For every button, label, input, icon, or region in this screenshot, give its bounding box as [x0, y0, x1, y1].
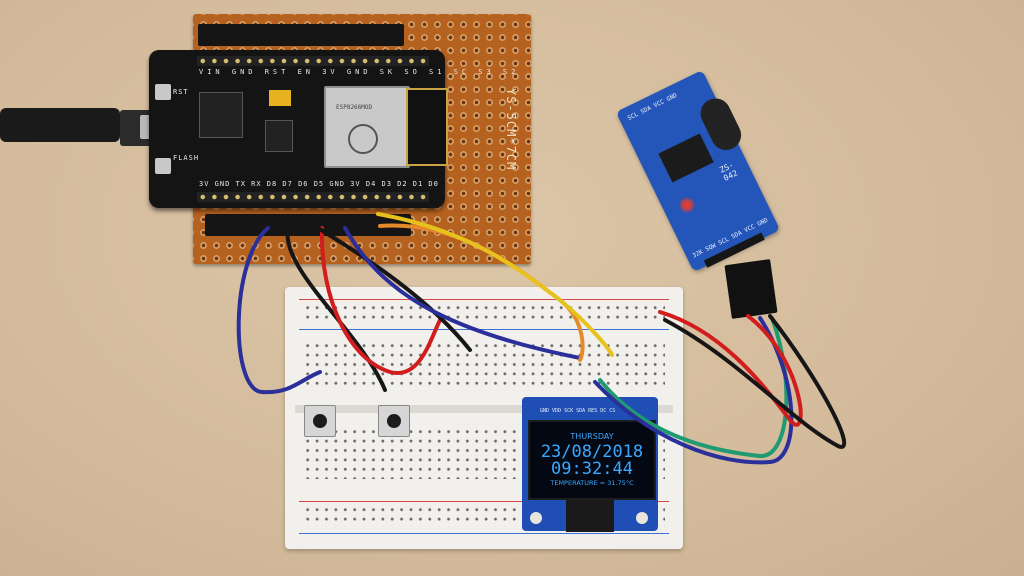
esp-antenna: [406, 88, 448, 166]
capacitor-yellow: [269, 90, 291, 106]
oled-ribbon: [566, 500, 614, 532]
perfboard-silkscreen: YS-5CM*7CM: [504, 88, 518, 171]
oled-day: THURSDAY: [570, 432, 614, 441]
wire-black-rtc: [663, 314, 847, 449]
female-header-top: [198, 24, 404, 46]
center-channel: [295, 405, 673, 413]
female-header-bottom: [205, 214, 411, 236]
rail-bottom-red: [299, 501, 669, 502]
flash-label: FLASH: [173, 154, 200, 162]
oled-screen: THURSDAY 23/08/2018 09:32:44 TEMPERATURE…: [528, 420, 656, 500]
esp8266-module-text: ESP8266MOD: [336, 104, 373, 111]
nodemcu-bottom-pin-labels: 3V GND TX RX D8 D7 D6 D5 GND 3V D4 D3 D2…: [199, 180, 439, 188]
oled-mount-hole-left: [530, 512, 542, 524]
usb-cable: [0, 108, 120, 142]
oled-mount-hole-right: [636, 512, 648, 524]
rtc-jumper-housing: [724, 259, 778, 319]
nodemcu-bottom-pins: [197, 192, 429, 202]
nodemcu-top-pins: [197, 56, 429, 66]
tactile-button-left: [304, 405, 336, 437]
rtc-model-label: ZS-042: [718, 160, 740, 183]
rail-top-holes: [303, 303, 665, 325]
oled-temperature: TEMPERATURE = 31.75°C: [550, 479, 634, 487]
rail-top-blue: [299, 329, 669, 330]
rtc-top-pin-labels: SCL SDA VCC GND: [626, 91, 679, 123]
tactile-button-right: [378, 405, 410, 437]
rst-button: [155, 84, 171, 100]
usb-serial-chip: [199, 92, 243, 138]
terminal-upper-holes: [303, 341, 665, 391]
rst-label: RST: [173, 88, 189, 96]
rtc-power-led: [679, 197, 695, 213]
rtc-module: SCL SDA VCC GND ZS-042 32K SQW SCL SDA V…: [615, 69, 781, 273]
rail-top-red: [299, 299, 669, 300]
wifi-logo-icon: [348, 124, 378, 154]
rail-bottom-blue: [299, 533, 669, 534]
rtc-chip: [658, 133, 714, 183]
nodemcu-top-pin-labels: VIN GND RST EN 3V GND SK SO S1 SC S3 S2: [199, 68, 520, 76]
tactile-button-cap: [313, 414, 327, 428]
flash-button: [155, 158, 171, 174]
regulator-chip: [265, 120, 293, 152]
esp8266-module: ESP8266MOD: [324, 86, 410, 168]
tactile-button-cap: [387, 414, 401, 428]
oled-pin-labels: GND VDD SCK SDA RES DC CS: [540, 408, 616, 414]
oled-time: 09:32:44: [551, 459, 633, 479]
